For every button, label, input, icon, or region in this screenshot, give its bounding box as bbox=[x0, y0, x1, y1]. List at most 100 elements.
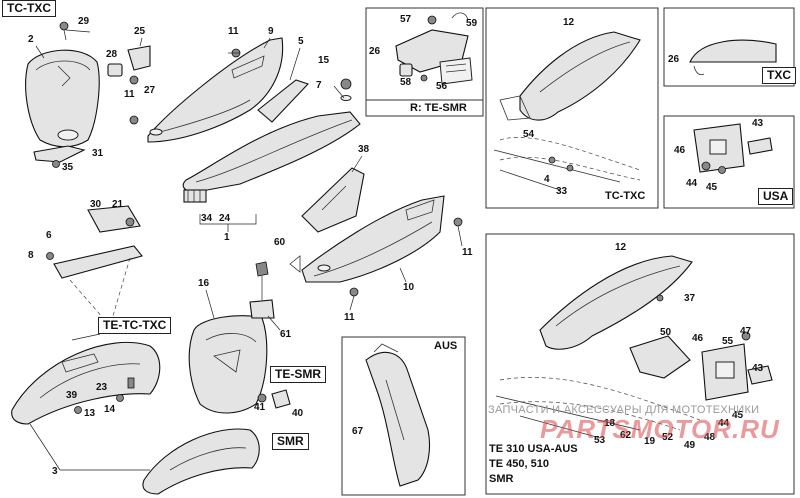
screw-29 bbox=[59, 21, 69, 31]
bracket-25 bbox=[127, 45, 151, 71]
side-panel-right bbox=[301, 195, 445, 283]
heat-shield-38 bbox=[301, 167, 365, 233]
region-tag-txc: TXC bbox=[762, 67, 796, 84]
callout-55: 55 bbox=[722, 336, 734, 347]
callout-44-b: 44 bbox=[718, 418, 730, 429]
region-tag-usa: USA bbox=[758, 188, 794, 205]
callout-46-a: 46 bbox=[674, 145, 686, 156]
headlight-mask bbox=[188, 315, 268, 414]
clip-28 bbox=[107, 63, 123, 77]
callout-46-b: 46 bbox=[692, 333, 704, 344]
callout-59: 59 bbox=[466, 18, 478, 29]
region-tag-te-tc-txc: TE-TC-TXC bbox=[98, 317, 172, 334]
side-panel-left bbox=[147, 37, 284, 143]
callout-37: 37 bbox=[684, 293, 696, 304]
callout-54: 54 bbox=[523, 129, 535, 140]
callout-52: 52 bbox=[662, 432, 674, 443]
callout-2: 2 bbox=[28, 34, 34, 45]
callout-49: 49 bbox=[684, 440, 696, 451]
front-fender-smr bbox=[142, 428, 260, 495]
model-label-3: SMR bbox=[489, 473, 514, 485]
callout-7: 7 bbox=[316, 80, 322, 91]
callout-29: 29 bbox=[78, 16, 90, 27]
region-tag-te-smr: TE-SMR bbox=[270, 366, 326, 383]
callout-47: 47 bbox=[740, 326, 752, 337]
callout-56: 56 bbox=[436, 81, 448, 92]
callout-11-d: 11 bbox=[344, 312, 355, 323]
callout-43-a: 43 bbox=[752, 118, 764, 129]
callout-3: 3 bbox=[52, 466, 58, 477]
rear-fender-te bbox=[539, 255, 693, 350]
callout-44-a: 44 bbox=[686, 178, 698, 189]
callout-15: 15 bbox=[318, 55, 330, 66]
callout-18: 18 bbox=[604, 418, 616, 429]
model-label-2: TE 450, 510 bbox=[489, 458, 549, 470]
bracket-50 bbox=[629, 335, 691, 379]
callout-35: 35 bbox=[62, 162, 74, 173]
callout-57: 57 bbox=[400, 14, 412, 25]
callout-24: 24 bbox=[219, 213, 231, 224]
txc-cover bbox=[689, 39, 777, 63]
callout-39: 39 bbox=[66, 390, 78, 401]
region-tag-aus: AUS bbox=[434, 340, 458, 352]
bracket-61 bbox=[249, 299, 275, 319]
callout-67: 67 bbox=[352, 426, 364, 437]
region-tag-tc-txc-tail: TC-TXC bbox=[605, 190, 646, 202]
clamp-40 bbox=[271, 389, 291, 409]
callout-11-c: 11 bbox=[462, 247, 473, 258]
callout-4: 4 bbox=[544, 174, 550, 185]
callout-21: 21 bbox=[112, 199, 124, 210]
front-fender-enduro bbox=[11, 341, 161, 425]
aus-frame bbox=[341, 336, 466, 496]
callout-26-b: 26 bbox=[668, 54, 680, 65]
region-tag-smr: SMR bbox=[272, 433, 309, 450]
callout-6: 6 bbox=[46, 230, 52, 241]
callout-33: 33 bbox=[556, 186, 568, 197]
rear-fender-tc bbox=[519, 31, 641, 121]
callout-31: 31 bbox=[92, 148, 104, 159]
light-43 bbox=[747, 365, 773, 385]
te-tail-frame bbox=[485, 233, 795, 495]
callout-10: 10 bbox=[403, 282, 415, 293]
usa-light-43 bbox=[747, 137, 773, 155]
callout-19: 19 bbox=[644, 436, 656, 447]
callout-45-b: 45 bbox=[732, 410, 744, 421]
region-tag-tc-txc: TC-TXC bbox=[2, 0, 56, 17]
number-plate-strap bbox=[33, 145, 86, 163]
callout-27: 27 bbox=[144, 85, 156, 96]
te-smr-kit-frame bbox=[365, 7, 484, 117]
callout-58: 58 bbox=[400, 77, 412, 88]
bracket-30 bbox=[87, 205, 141, 233]
callout-8: 8 bbox=[28, 250, 34, 261]
front-number-plate bbox=[25, 49, 100, 148]
callout-45-a: 45 bbox=[706, 182, 718, 193]
grommet-15 bbox=[340, 78, 352, 90]
callout-1: 1 bbox=[224, 232, 230, 243]
callout-34: 34 bbox=[201, 213, 213, 224]
tc-txc-tail-frame bbox=[485, 7, 659, 209]
callout-28: 28 bbox=[106, 49, 118, 60]
callout-61: 61 bbox=[280, 329, 292, 340]
airbox-cover bbox=[257, 79, 309, 123]
callout-11-a: 11 bbox=[124, 89, 135, 100]
watermark-logo: PARTSMOTOR.RU bbox=[540, 414, 780, 444]
region-tag-te-smr-kit: R: TE-SMR bbox=[410, 102, 467, 114]
callout-41: 41 bbox=[254, 402, 266, 413]
callout-12-a: 12 bbox=[563, 17, 575, 28]
callout-50: 50 bbox=[660, 327, 672, 338]
callout-5: 5 bbox=[298, 36, 304, 47]
callout-13: 13 bbox=[84, 408, 96, 419]
callout-12-b: 12 bbox=[615, 242, 627, 253]
callout-53: 53 bbox=[594, 435, 606, 446]
callout-16: 16 bbox=[198, 278, 210, 289]
seat-bracket-34 bbox=[183, 189, 207, 203]
callout-25: 25 bbox=[134, 26, 146, 37]
usa-frame bbox=[663, 115, 795, 209]
callout-14: 14 bbox=[104, 404, 116, 415]
callout-11-b: 11 bbox=[228, 26, 239, 37]
callout-23: 23 bbox=[96, 382, 108, 393]
callout-38: 38 bbox=[358, 144, 370, 155]
callout-9: 9 bbox=[268, 26, 274, 37]
